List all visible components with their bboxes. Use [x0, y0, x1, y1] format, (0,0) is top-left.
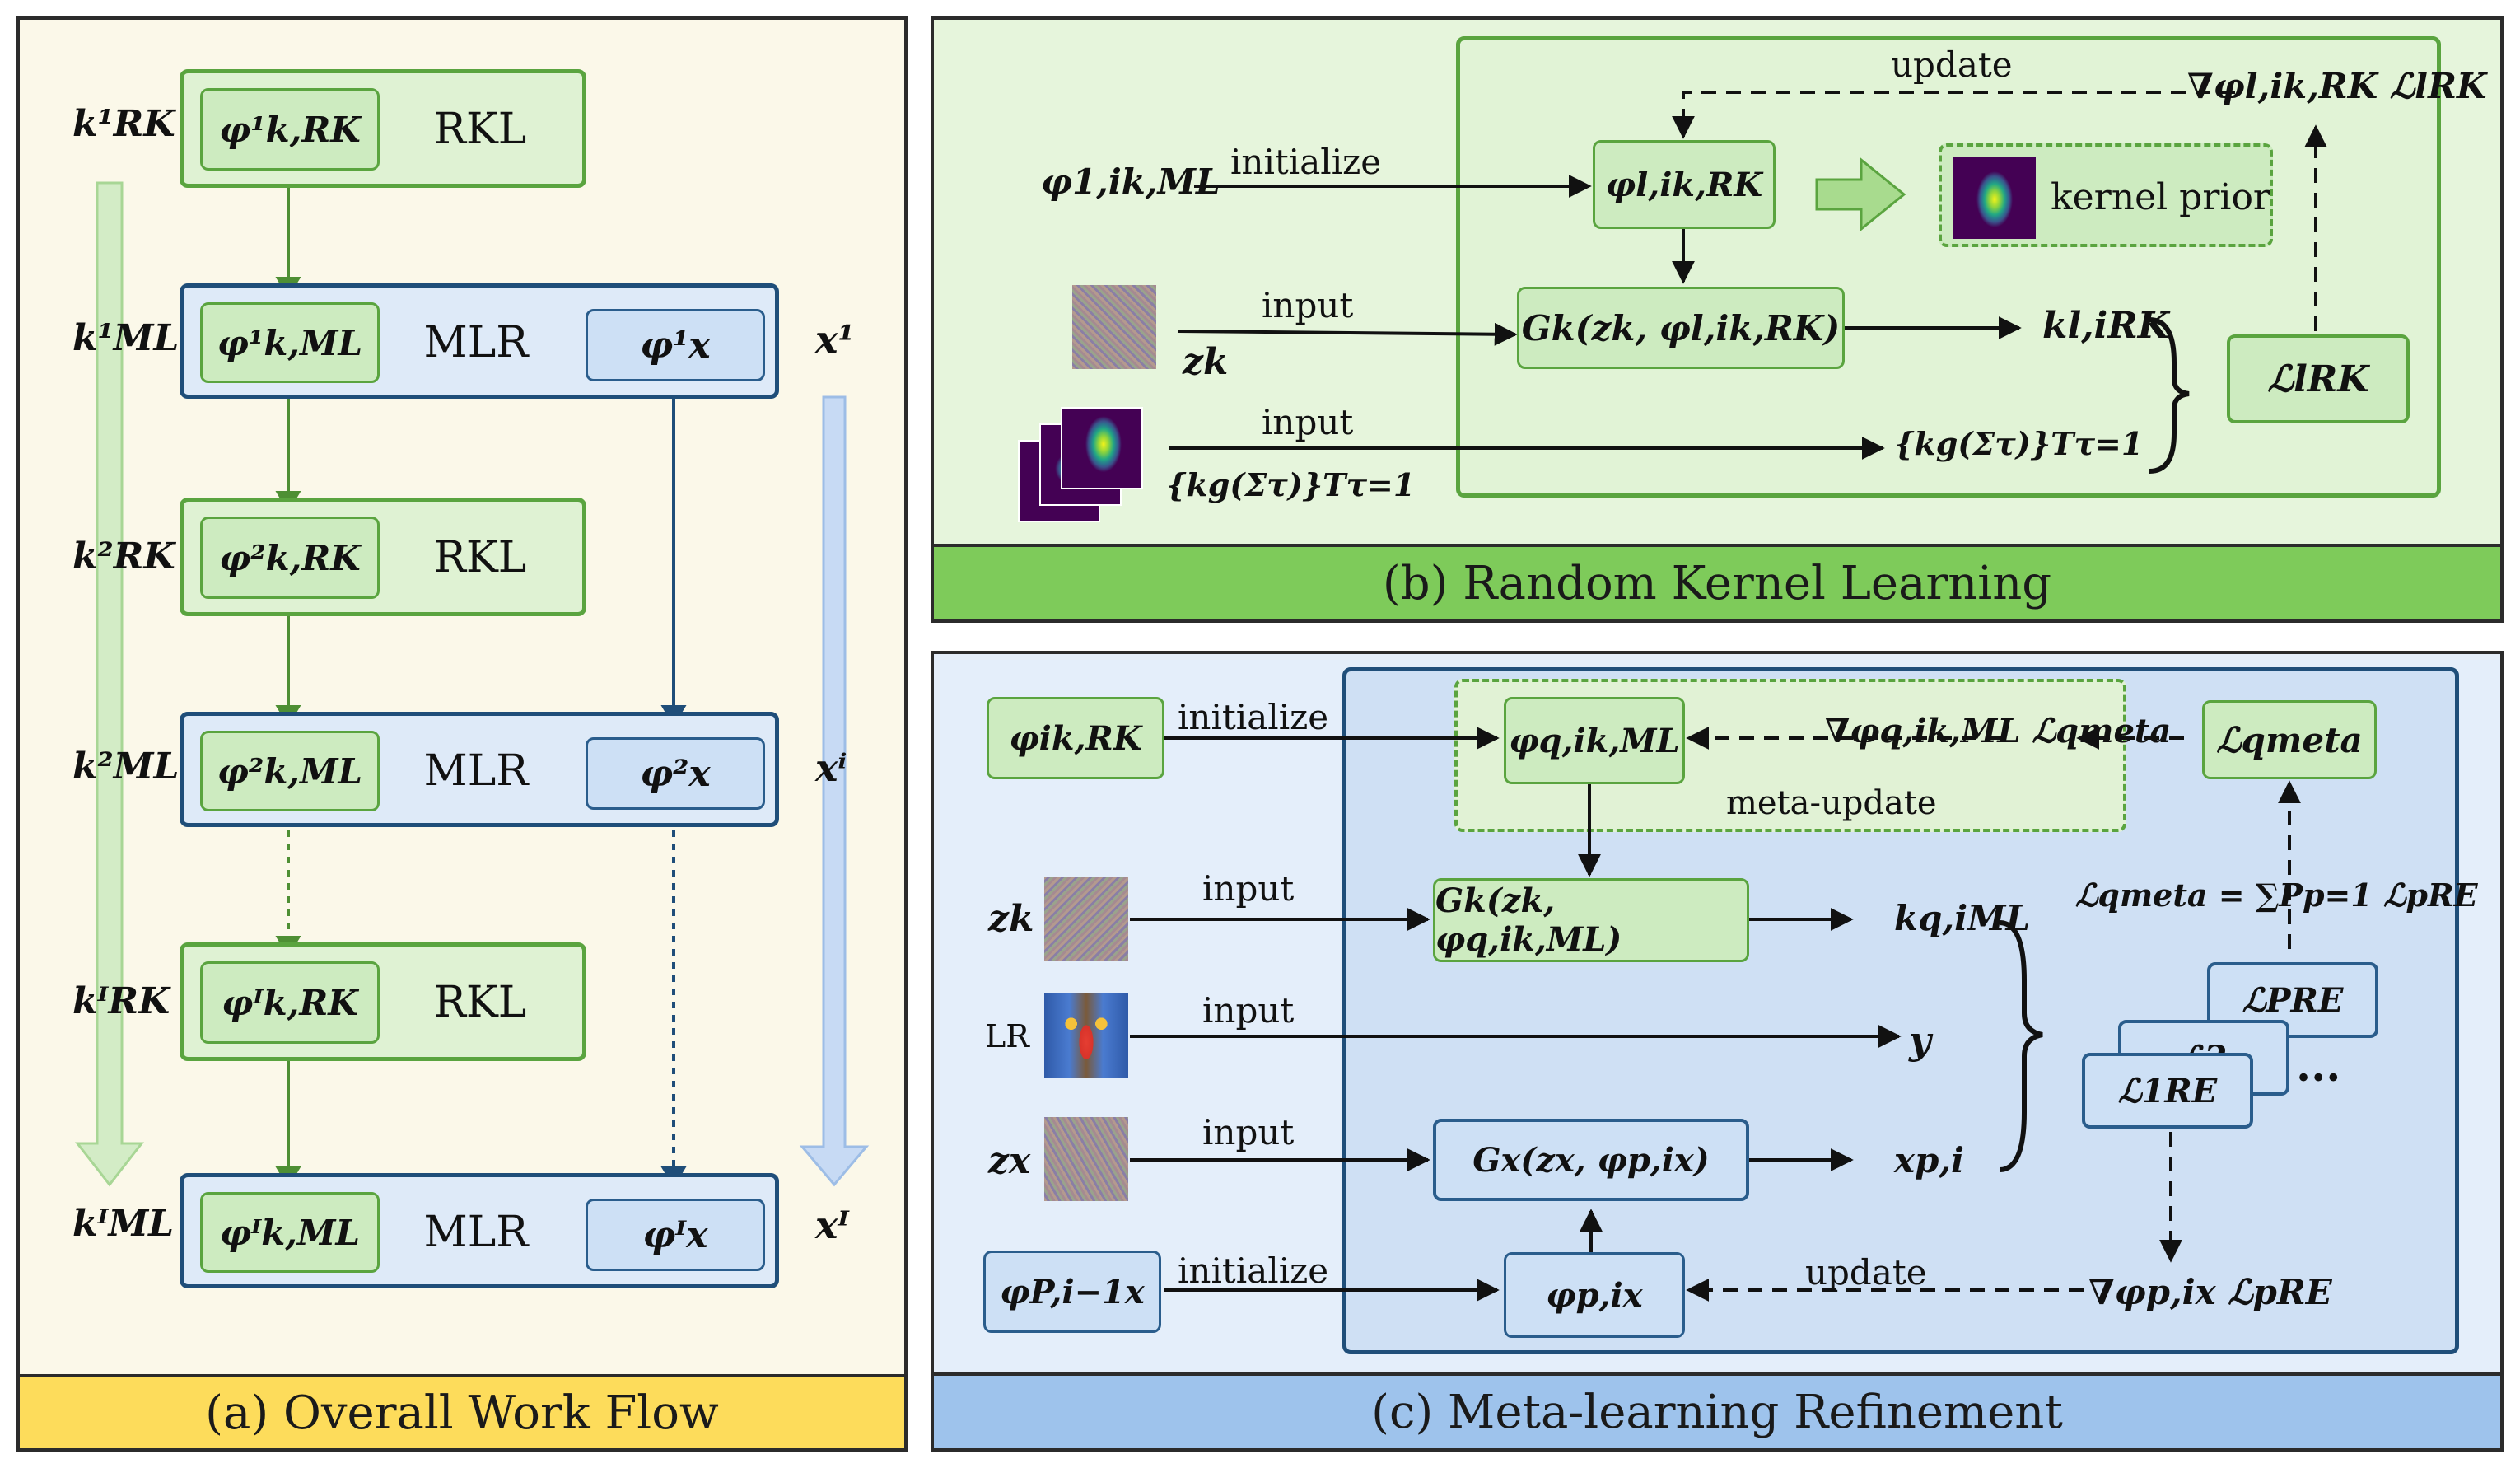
label-kI-ml: kᴵML [72, 1203, 175, 1245]
mlr-label-I: MLR [423, 1208, 529, 1257]
rkl-generator-box: Gk(zk, φl,ik,RK) [1517, 287, 1845, 369]
label-xI: xᴵ [815, 1203, 849, 1247]
label-k2-rk: k²RK [72, 535, 175, 577]
mlr-meta-update-label: meta-update [1726, 784, 1937, 822]
phi-k-rk-1: φ¹k,RK [200, 88, 380, 171]
kernel-prior-box: kernel prior [1939, 143, 2273, 247]
mlr-initialize-bottom-label: initialize [1178, 1251, 1329, 1291]
mlr-zk-noise-image [1044, 877, 1128, 961]
mlr-block-I: φᴵk,ML MLR φᴵx [180, 1173, 779, 1288]
mlr-phi-x-prev-box: φP,i−1x [983, 1251, 1161, 1333]
rkl-label-1: RKL [433, 105, 527, 154]
mlr-phi-rk-box: φik,RK [987, 697, 1164, 779]
kernel-prior-arrow [1815, 157, 1906, 232]
phi-k-ml-1: φ¹k,ML [200, 302, 380, 383]
mlr-lr-label: LR [985, 1018, 1029, 1054]
rkl-block-I: φᴵk,RK RKL [180, 942, 586, 1061]
mlr-loss-re-1-box: ℒ1RE [2082, 1053, 2253, 1129]
mlr-phi-ml-box: φq,ik,ML [1504, 697, 1685, 784]
mlr-dots-label: ... [2296, 1041, 2341, 1092]
rkl-grad-label: ∇φl,ik,RK ℒlRK [2187, 66, 2487, 106]
rkl-zk-label: zk [1183, 341, 1229, 383]
rkl-label-I: RKL [433, 978, 527, 1027]
mlr-grad-meta-label: ∇φq,ik,ML ℒqmeta [1825, 712, 2172, 750]
k-progress-arrow [74, 181, 145, 1187]
rkl-kg-left-label: {kg(Στ)}Tτ=1 [1166, 466, 1416, 503]
kernel-prior-label: kernel prior [2051, 176, 2270, 218]
rkl-input-label-1: input [1262, 285, 1354, 325]
mlr-loss-meta-box: ℒqmeta [2202, 700, 2377, 779]
label-k1-ml: k¹ML [72, 317, 180, 359]
phi-k-ml-2: φ²k,ML [200, 731, 380, 811]
rkl-input-label-2: input [1262, 402, 1354, 442]
label-x1: x¹ [815, 317, 855, 362]
mlr-block-1: φ¹k,ML MLR φ¹x [180, 283, 779, 399]
mlr-zx-noise-image [1044, 1117, 1128, 1201]
phi-x-1: φ¹x [586, 309, 765, 381]
phi-k-rk-2: φ²k,RK [200, 517, 380, 599]
rkl-label-2: RKL [433, 533, 527, 582]
mlr-update-label: update [1805, 1252, 1927, 1293]
mlr-lr-image [1044, 993, 1128, 1078]
mlr-zk-label: zk [988, 898, 1034, 940]
mlr-x-p-label: xp,i [1894, 1140, 1964, 1180]
x-progress-arrow [799, 395, 870, 1187]
mlr-label-2: MLR [423, 746, 529, 796]
kernel-sample-3 [1061, 407, 1143, 489]
kernel-samples-stack [1018, 407, 1166, 531]
rkl-initialize-label: initialize [1230, 142, 1382, 182]
mlr-gx-box: Gx(zx, φp,ix) [1433, 1119, 1749, 1201]
rkl-connections [1169, 91, 2327, 474]
rkl-k-rk-label: kl,iRK [2042, 305, 2170, 347]
mlr-phi-x-p-box: φp,ix [1504, 1252, 1685, 1338]
rkl-kg-right-label: {kg(Στ)}Tτ=1 [1894, 425, 2144, 462]
panel-b-caption: (b) Random Kernel Learning [931, 544, 2504, 623]
label-k2-ml: k²ML [72, 746, 180, 788]
zk-noise-image [1072, 285, 1156, 369]
rkl-loss-box: ℒlRK [2227, 334, 2410, 423]
workflow-guide-arrows [74, 181, 870, 1188]
mlr-block-2: φ²k,ML MLR φ²x [180, 712, 779, 827]
mlr-input-zx-label: input [1202, 1112, 1295, 1152]
mlr-input-zk-label: input [1202, 868, 1295, 909]
phi-k-rk-I: φᴵk,RK [200, 961, 380, 1044]
mlr-connections [1130, 727, 2301, 1302]
label-kI-rk: kᴵRK [72, 980, 170, 1022]
rkl-update-label: update [1891, 44, 2013, 85]
mlr-input-lr-label: input [1202, 990, 1295, 1031]
phi-k-ml-I: φᴵk,ML [200, 1192, 380, 1273]
mlr-zx-label: zx [988, 1140, 1031, 1182]
mlr-y-label: y [1909, 1018, 1931, 1063]
rkl-block-1: φ¹k,RK RKL [180, 69, 586, 188]
mlr-initialize-top-label: initialize [1178, 697, 1329, 737]
phi-x-2: φ²x [586, 737, 765, 810]
rkl-phi-ml: φ1,ik,ML [1041, 161, 1220, 202]
phi-x-I: φᴵx [586, 1199, 765, 1271]
panel-c-caption: (c) Meta-learning Refinement [931, 1372, 2504, 1452]
rkl-phi-rk-box: φl,ik,RK [1593, 140, 1776, 229]
mlr-grad-re-label: ∇φp,ix ℒpRE [2088, 1272, 2332, 1312]
label-k1-rk: k¹RK [72, 103, 175, 145]
panel-a-caption: (a) Overall Work Flow [16, 1374, 908, 1452]
kernel-prior-image [1953, 157, 2036, 239]
label-xi: xⁱ [815, 746, 847, 790]
rkl-block-2: φ²k,RK RKL [180, 498, 586, 616]
mlr-gk-box: Gk(zk, φq,ik,ML) [1433, 878, 1749, 962]
mlr-sum-eq-label: ℒqmeta = ∑Pp=1 ℒpRE [2075, 877, 2478, 914]
mlr-k-ml-label: kq,iML [1894, 898, 2031, 938]
mlr-label-1: MLR [423, 318, 529, 367]
